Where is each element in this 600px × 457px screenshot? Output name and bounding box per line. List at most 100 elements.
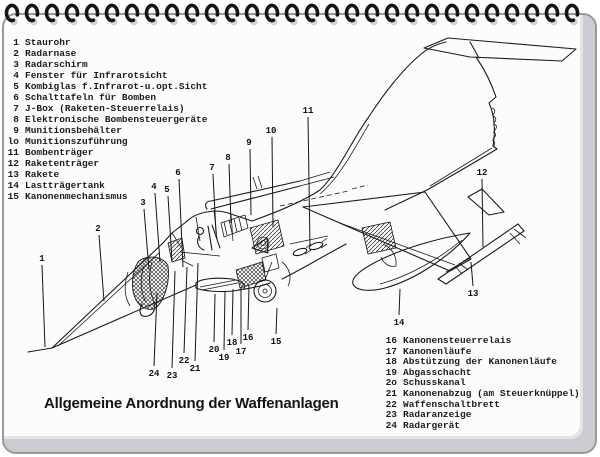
legend-item-number: lo <box>7 136 19 147</box>
legend-item-label: Radaranzeige <box>403 409 472 421</box>
callout-number: 2 <box>95 224 100 234</box>
page-title: Allgemeine Anordnung der Waffenanlagen <box>44 395 339 412</box>
callout-leader-line <box>231 288 234 336</box>
legend-item: 14 Lastträgertank <box>6 180 207 191</box>
spiral-coil <box>304 3 320 23</box>
callout-leader-line <box>171 270 176 369</box>
legend-item-label: Raketenträger <box>25 158 100 169</box>
callout-number: 17 <box>236 347 247 357</box>
legend-item-label: Fenster für Infrarotsicht <box>25 70 168 81</box>
callout-leader-line <box>213 293 216 343</box>
callout-number: 14 <box>394 318 405 328</box>
callout-leader-line <box>167 195 173 262</box>
legend-item: 13 Rakete <box>6 169 207 180</box>
callout-leader-line <box>178 178 184 268</box>
spiral-coil <box>144 3 160 23</box>
cockpit-section <box>167 214 269 267</box>
legend-item: 12 Raketenträger <box>6 158 207 169</box>
legend-item-label: Lastträgertank <box>25 180 105 191</box>
legend-item-number: 11 <box>7 147 19 158</box>
callout-leader-line <box>398 288 401 316</box>
callout-leader-line <box>275 307 278 335</box>
legend-item-number: 14 <box>7 180 19 191</box>
callout-number: 22 <box>179 356 190 366</box>
callout-leader-line <box>249 148 252 216</box>
legend-item-number: 2 <box>13 48 19 59</box>
legend-item-label: Radarnase <box>25 48 77 59</box>
wing-and-stores <box>302 188 527 291</box>
legend-item-label: Kanonenläufe <box>403 345 472 357</box>
callout-number: 21 <box>190 364 201 374</box>
legend-item-label: Schusskanal <box>403 377 466 389</box>
legend-item: 23 Radaranzeige <box>384 410 580 421</box>
spiral-coil <box>64 3 80 23</box>
nose-radar-section <box>124 256 169 317</box>
callout-leader-line <box>194 262 199 362</box>
spiral-coil <box>84 3 100 23</box>
callout-number: 18 <box>227 338 238 348</box>
callout-number: 24 <box>149 369 160 379</box>
airframe-outline <box>27 37 577 353</box>
legend-item-number: 1 <box>13 37 19 48</box>
spiral-coil <box>404 3 420 23</box>
callout-number: 19 <box>219 353 230 363</box>
callout-leader-line <box>307 116 311 247</box>
legend-item-label: Munitionszuführung <box>25 136 128 147</box>
callout-leader-line <box>481 178 484 248</box>
spiral-coil <box>284 3 300 23</box>
refueling-probe <box>205 171 335 210</box>
spiral-coil <box>224 3 240 23</box>
spiral-coil <box>164 3 180 23</box>
callout-number: 7 <box>209 163 214 173</box>
legend-item-label: Staurohr <box>25 37 71 48</box>
legend-item: 2 Radarnase <box>6 48 207 59</box>
spiral-coil <box>484 3 500 23</box>
legend-item-number: 6 <box>13 92 19 103</box>
legend-item-label: Abgasschacht <box>403 366 472 378</box>
legend-item-label: Schalttafeln für Bomben <box>25 92 157 103</box>
bomb-rack <box>289 235 329 257</box>
legend-item-label: Rakete <box>25 169 60 180</box>
legend-item-number: 15 <box>7 191 19 202</box>
spiral-coil <box>524 3 540 23</box>
legend-item-label: Radargerät <box>403 419 461 431</box>
legend-item-number: 13 <box>7 169 19 180</box>
spiral-coil <box>424 3 440 23</box>
callout-number: 23 <box>167 371 178 381</box>
legend-item-label: Waffenschaltbrett <box>403 398 500 410</box>
callout-number: 3 <box>140 198 145 208</box>
callout-leader-line <box>154 192 161 263</box>
callout-number: 20 <box>209 345 220 355</box>
callout-number: 6 <box>175 168 180 178</box>
spiral-coil <box>44 3 60 23</box>
callout-number: 5 <box>164 185 169 195</box>
legend-item-label: Kanonenmechanismus <box>25 191 128 202</box>
callout-leader-line <box>228 163 232 224</box>
legend-item-number: 19 <box>385 366 397 378</box>
legend-item-number: 16 <box>385 335 397 346</box>
legend-item-number: 12 <box>7 158 19 169</box>
legend-item-number: 7 <box>13 103 19 114</box>
legend-item-label: Elektronische Bombensteuergeräte <box>25 114 208 125</box>
legend-item: 15 Kanonenmechanismus <box>6 191 207 202</box>
legend-item-number: 2o <box>385 377 397 389</box>
legend-item-number: 23 <box>385 409 397 421</box>
callout-leader-line <box>247 284 250 331</box>
callout-number: 16 <box>243 333 254 343</box>
notebook-page <box>2 13 597 454</box>
callout-leader-line <box>183 266 188 354</box>
callout-number: 13 <box>468 289 479 299</box>
callout-number: 15 <box>271 337 282 347</box>
callout-leader-line <box>41 264 46 348</box>
